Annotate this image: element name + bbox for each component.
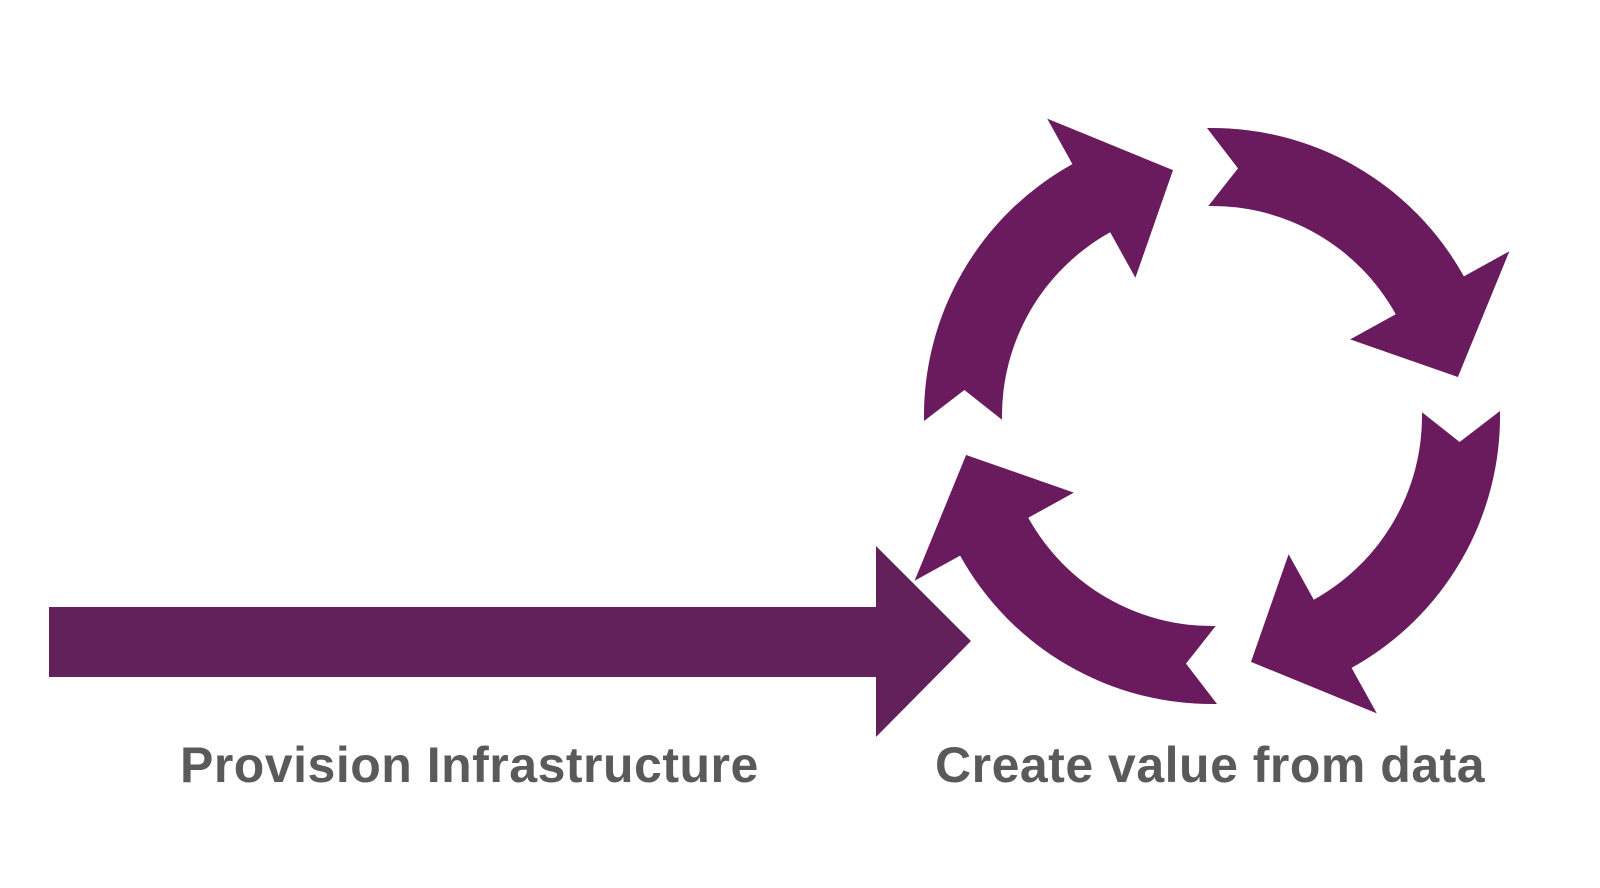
right-arrow-icon [49, 546, 971, 737]
provision-infrastructure-label: Provision Infrastructure [180, 737, 759, 793]
cycle-arrow-4-icon [923, 118, 1173, 421]
cycle-arrow-1-icon [1207, 127, 1510, 377]
circular-cycle-arrows-icon [914, 118, 1510, 714]
create-value-from-data-label: Create value from data [935, 737, 1486, 793]
cycle-arrow-3-icon [914, 455, 1217, 705]
linear-arrow-shape [49, 546, 971, 737]
cycle-arrow-2-icon [1251, 411, 1501, 714]
